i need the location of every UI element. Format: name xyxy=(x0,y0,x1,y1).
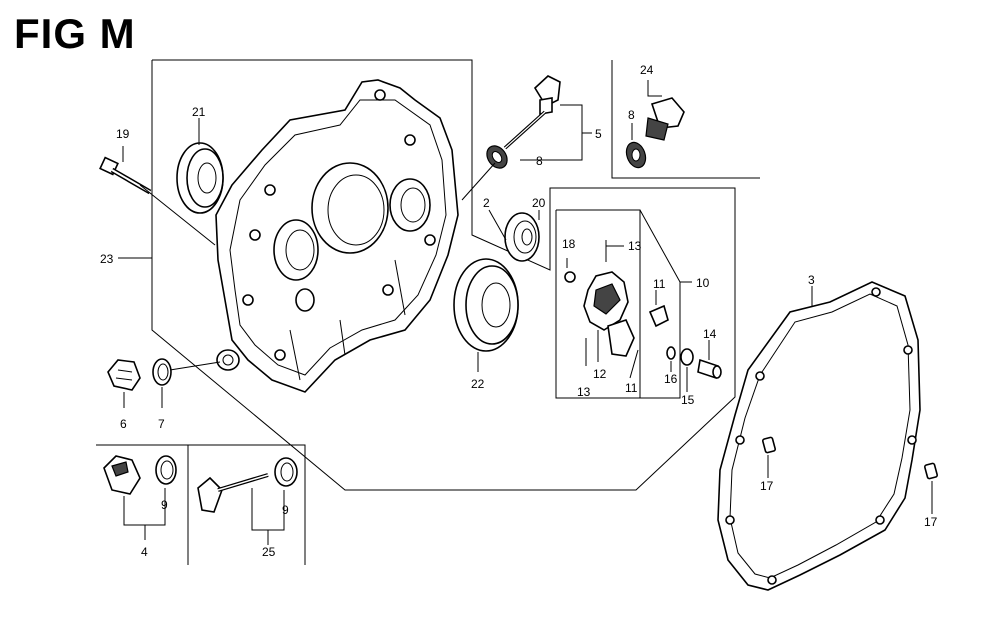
callout-11-top: 11 xyxy=(653,277,666,291)
callout-6: 6 xyxy=(120,417,127,431)
callout-15: 15 xyxy=(681,393,695,407)
callout-4: 4 xyxy=(141,545,148,559)
callout-5: 5 xyxy=(595,127,602,141)
gasket-3 xyxy=(717,281,921,591)
callout-8-second: 8 xyxy=(628,108,635,122)
callout-17-second: 17 xyxy=(924,515,938,529)
callout-23: 23 xyxy=(100,252,114,266)
callout-19: 19 xyxy=(116,127,130,141)
shaft-14 xyxy=(697,340,722,380)
callout-11-bottom: 11 xyxy=(625,381,638,395)
bottom-left-box xyxy=(96,444,306,565)
callout-labels: 21 19 23 6 7 4 9 25 9 5 8 24 8 2 20 22 1… xyxy=(100,63,938,559)
callout-24: 24 xyxy=(640,63,654,77)
callout-2: 2 xyxy=(483,196,490,210)
bolt-19 xyxy=(99,146,216,246)
washer-16 xyxy=(666,346,676,372)
callout-10: 10 xyxy=(696,276,710,290)
callout-18: 18 xyxy=(562,237,576,251)
washer-15 xyxy=(680,348,694,392)
callout-9-second: 9 xyxy=(282,503,289,517)
bearing-21 xyxy=(176,118,224,214)
callout-13-top: 13 xyxy=(628,239,642,253)
callout-13-bottom: 13 xyxy=(577,385,591,399)
callout-25: 25 xyxy=(262,545,276,559)
oil-level-gauge-5 xyxy=(461,75,592,201)
callout-21: 21 xyxy=(192,105,206,119)
crankcase-cover-23 xyxy=(169,79,459,393)
washer-7 xyxy=(152,358,172,408)
main-group-outline xyxy=(151,59,736,491)
plug-group-outline xyxy=(611,60,760,179)
callout-3: 3 xyxy=(808,273,815,287)
plug-6 xyxy=(107,359,141,408)
callout-8-first: 8 xyxy=(536,154,543,168)
filler-cap-4 xyxy=(103,455,177,540)
dowel-pin-17a xyxy=(762,436,776,478)
dipstick-25 xyxy=(197,457,298,545)
callout-17-first: 17 xyxy=(760,479,774,493)
figure-title: FIG M xyxy=(14,10,136,57)
callout-9-first: 9 xyxy=(161,498,168,512)
governor-assembly-10 xyxy=(555,209,692,399)
callout-7: 7 xyxy=(158,417,165,431)
callout-12: 12 xyxy=(593,367,607,381)
group-outlines xyxy=(96,59,760,565)
callout-22: 22 xyxy=(471,377,485,391)
drain-plug-24 xyxy=(625,80,685,169)
bearing-20 xyxy=(488,209,540,262)
callout-20: 20 xyxy=(532,196,546,210)
callout-16: 16 xyxy=(664,372,678,386)
callout-14: 14 xyxy=(703,327,717,341)
dowel-pin-17b xyxy=(924,462,938,514)
bearing-22 xyxy=(453,258,519,372)
